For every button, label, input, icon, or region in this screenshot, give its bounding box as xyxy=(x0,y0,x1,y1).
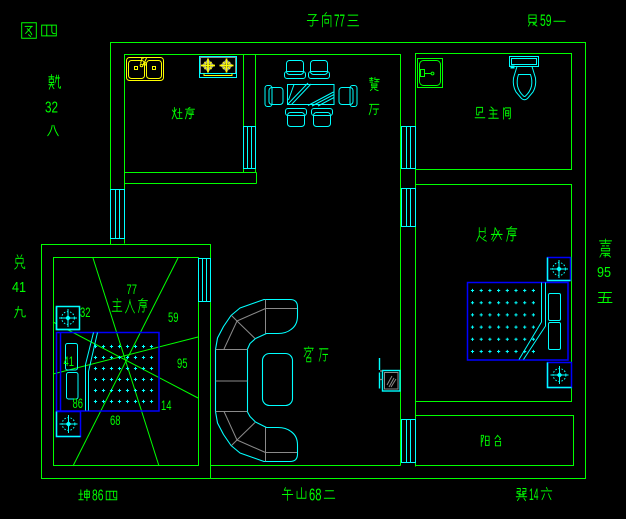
svg-text:14: 14 xyxy=(161,398,172,413)
svg-text:68: 68 xyxy=(309,484,322,504)
svg-text:95: 95 xyxy=(177,356,188,371)
svg-text:59: 59 xyxy=(168,310,179,325)
svg-text:95: 95 xyxy=(597,265,611,281)
svg-text:41: 41 xyxy=(64,354,75,369)
svg-text:86: 86 xyxy=(73,396,84,411)
svg-text:77: 77 xyxy=(127,282,138,297)
svg-text:86: 86 xyxy=(92,488,104,505)
svg-text:41: 41 xyxy=(12,280,26,296)
svg-text:32: 32 xyxy=(80,305,91,320)
svg-text:59: 59 xyxy=(540,12,552,30)
svg-text:32: 32 xyxy=(45,100,58,117)
svg-text:77: 77 xyxy=(334,10,345,30)
svg-text:14: 14 xyxy=(529,486,539,504)
svg-text:68: 68 xyxy=(110,413,121,428)
